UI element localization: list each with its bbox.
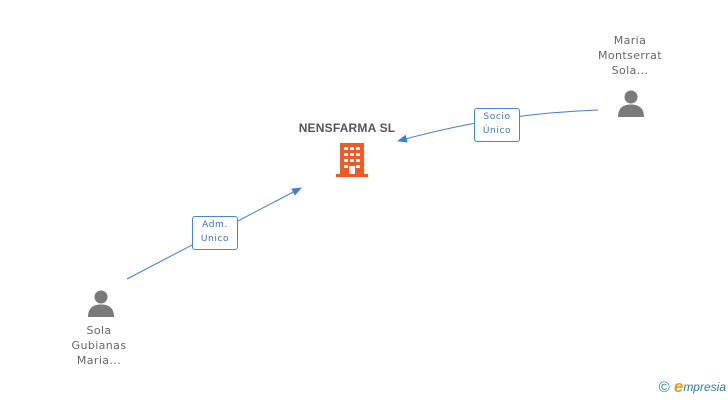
- brand-initial: e: [673, 377, 684, 396]
- person-icon[interactable]: [86, 288, 116, 318]
- person-name-maria-montserrat[interactable]: Maria Montserrat Sola...: [598, 34, 662, 77]
- person-icon[interactable]: [616, 88, 646, 118]
- person-name-sola-gubianas[interactable]: Sola Gubianas Maria...: [71, 324, 127, 367]
- empresia-logo: © e mpresia: [659, 377, 726, 397]
- company-name[interactable]: NENSFARMA SL: [298, 121, 396, 135]
- building-icon[interactable]: [335, 142, 369, 178]
- relation-label-adm-unico[interactable]: Adm. Unico: [192, 216, 238, 250]
- brand-name: mpresia: [683, 380, 726, 394]
- copyright-icon: ©: [658, 378, 670, 396]
- relation-label-socio-unico[interactable]: Socio Único: [474, 108, 520, 142]
